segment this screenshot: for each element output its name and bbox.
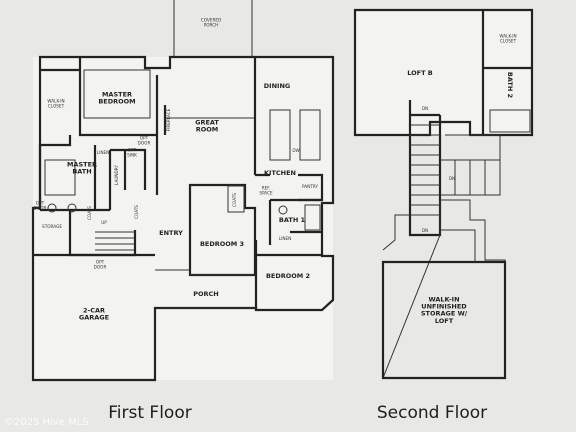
watermark: ©2025 Hive MLS <box>4 417 89 428</box>
label-coats-bedroom: COATS <box>232 193 237 207</box>
first-floor-plan <box>31 0 335 382</box>
first-floor-caption: First Floor <box>108 403 191 423</box>
label-coats-1: COATS <box>87 206 92 220</box>
label-kitchen: KITCHEN <box>264 169 296 177</box>
label-ref-space: REF.SPACE <box>259 186 273 196</box>
label-laundry: LAUNDRY <box>114 165 119 185</box>
label-linen-master: LINEN <box>97 150 109 155</box>
label-dn-3: DN <box>422 228 428 233</box>
label-bath-1: BATH 1 <box>279 216 306 224</box>
label-loft-b: LOFT B <box>407 69 433 77</box>
label-up: UP <box>101 220 107 225</box>
label-storage: STORAGE <box>42 224 62 229</box>
label-dining: DINING <box>264 82 290 90</box>
label-dw: DW <box>292 148 299 153</box>
label-porch: PORCH <box>193 290 219 298</box>
label-bedroom-3: BEDROOM 3 <box>200 240 244 248</box>
second-floor-plan <box>353 8 534 380</box>
label-dn-2: DN <box>449 176 455 181</box>
label-dn-1: DN <box>422 106 428 111</box>
label-fireplace: FIREPLACE <box>166 108 171 131</box>
second-floor-caption: Second Floor <box>377 403 487 423</box>
label-bath-2: BATH 2 <box>506 72 514 98</box>
label-coats-2: COATS <box>134 205 139 219</box>
label-entry: ENTRY <box>159 229 183 237</box>
label-linen-hall: LINEN <box>279 236 291 241</box>
label-pantry: PANTRY <box>302 184 318 189</box>
label-bedroom-2: BEDROOM 2 <box>266 272 310 280</box>
